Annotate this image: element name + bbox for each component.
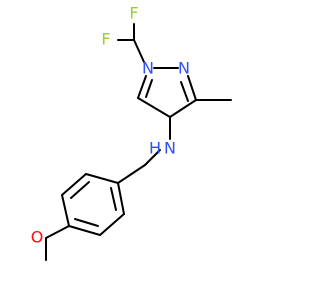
- atom-n-amine: N: [164, 139, 176, 158]
- bond-aryl-d-e-inner: [74, 218, 99, 227]
- atom-h-amine: H: [149, 139, 161, 158]
- atom-n-ring-2: N: [178, 59, 190, 78]
- bond-aryl-o: [45, 225, 70, 239]
- bond-c5-n1-inner: [145, 79, 153, 98]
- atom-labels-group: F F N N N H O: [31, 4, 190, 247]
- bond-c4-c5: [137, 97, 171, 118]
- bond-aryl-f-a: [117, 182, 125, 215]
- bond-aryl-b-c: [61, 173, 87, 196]
- bond-aryl-c-d: [61, 194, 70, 227]
- bond-aryl-d-e: [68, 225, 101, 236]
- atom-o-methoxy: O: [31, 228, 44, 247]
- bond-aryl-f-a-inner: [110, 187, 117, 211]
- atom-n-ring-1: N: [142, 59, 154, 78]
- bond-cf2-n1: [133, 39, 145, 63]
- atom-f-top: F: [129, 4, 138, 23]
- bond-aryl-e-f: [99, 213, 125, 236]
- bond-aryl-b-c-inner: [70, 181, 90, 199]
- bond-n2-c3-outer: [187, 75, 197, 101]
- bond-n2-c3-inner: [180, 81, 189, 102]
- bond-c3-c4: [169, 99, 197, 118]
- bond-nh-ch2: [144, 149, 161, 166]
- canvas-background: [0, 0, 300, 300]
- bond-aryl-a-b: [85, 173, 119, 184]
- chemical-structure-diagram: F F N N N H O: [0, 0, 300, 300]
- bond-ch2-aryl: [117, 164, 146, 184]
- bond-c5-n1-outer: [137, 75, 147, 99]
- atom-f-left: F: [101, 30, 110, 49]
- bonds-group: [45, 23, 232, 261]
